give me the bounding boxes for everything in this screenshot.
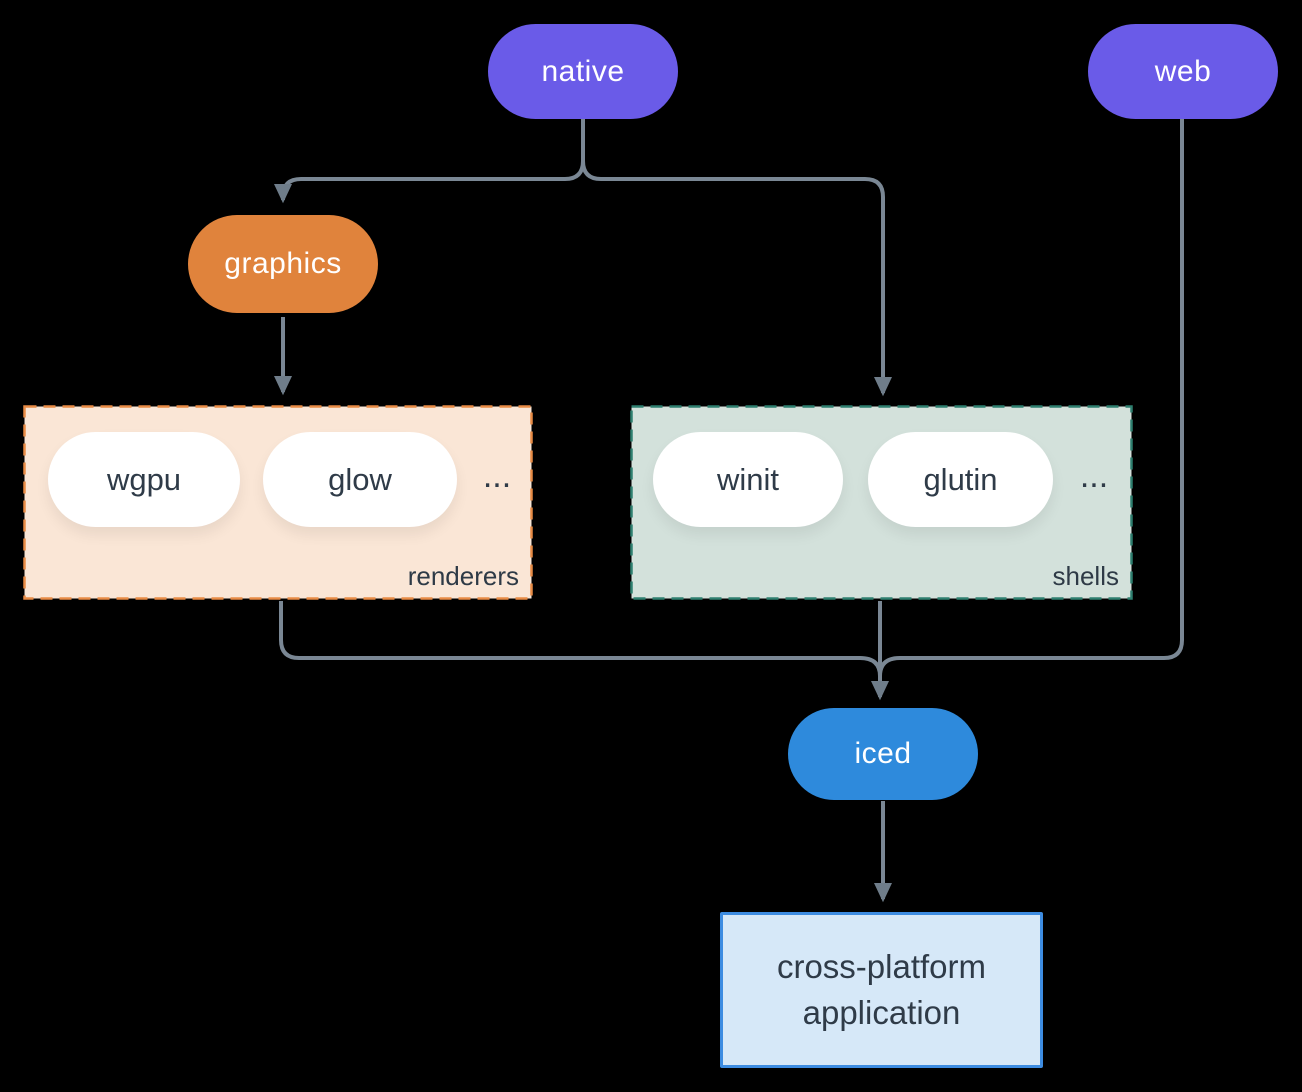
- node-native: native: [488, 24, 678, 119]
- node-glow-label: glow: [328, 461, 392, 497]
- node-iced-label: iced: [854, 737, 912, 770]
- node-wgpu-label: wgpu: [106, 461, 182, 497]
- node-wgpu: wgpu: [48, 432, 240, 527]
- shells-ellipsis: ...: [1079, 457, 1109, 495]
- connector-native-to-graphics: [274, 119, 585, 204]
- application-label-line2: application: [802, 994, 961, 1031]
- renderers-ellipsis: ...: [482, 457, 512, 495]
- node-native-label: native: [541, 54, 625, 88]
- connector-native-to-shells: [581, 119, 892, 397]
- node-winit-label: winit: [716, 461, 779, 497]
- connector-renderers-to-iced: [279, 601, 882, 677]
- connector-web-to-iced: [878, 119, 1184, 677]
- renderers-group-label: renderers: [407, 561, 519, 591]
- node-graphics-label: graphics: [224, 247, 342, 280]
- node-graphics: graphics: [188, 215, 378, 313]
- node-glutin: glutin: [868, 432, 1053, 527]
- node-web-label: web: [1154, 54, 1212, 88]
- node-cross-platform-application: cross-platform application: [720, 912, 1043, 1068]
- renderers-group: wgpu glow ... renderers: [23, 405, 533, 600]
- shells-group: winit glutin ... shells: [630, 405, 1133, 600]
- shells-group-label: shells: [1052, 561, 1119, 591]
- node-winit: winit: [653, 432, 843, 527]
- application-label-line1: cross-platform: [776, 947, 987, 985]
- node-web: web: [1088, 24, 1278, 119]
- node-glow: glow: [263, 432, 457, 527]
- node-iced: iced: [788, 708, 978, 800]
- node-glutin-label: glutin: [923, 461, 998, 497]
